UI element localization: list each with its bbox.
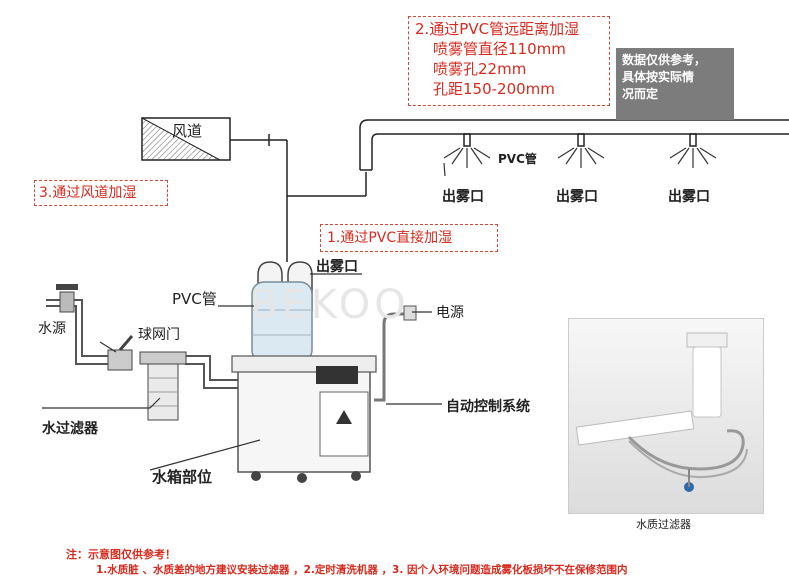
disclaimer-line3: 况而定: [622, 87, 659, 101]
disclaimer-line1: 数据仅供参考，: [622, 53, 707, 67]
water-tank-label: 水箱部位: [152, 468, 213, 486]
mist-outlet-label-1: 出雾口: [442, 189, 484, 205]
water-tap: [56, 284, 78, 313]
water-line: [46, 299, 238, 389]
spray-marks: [443, 147, 717, 168]
water-filter-photo-drawing: [575, 332, 748, 492]
watermark-text: BEKOO: [250, 282, 410, 328]
water-filter-label: 水过滤器: [42, 421, 98, 437]
note-line2: 1.水质脏 、水质差的地方建议安装过滤器 ，2.定时清洗机器 ，3. 因个人环境…: [96, 564, 628, 576]
pvc-pipe-top-label: PVC管: [498, 152, 537, 166]
pvc-remote-line3: 喷雾孔22mm: [433, 60, 527, 78]
mist-outlet-machine-label: 出雾口: [316, 259, 358, 275]
pvc-remote-line2: 喷雾管直径110mm: [433, 40, 566, 58]
humidifier-machine: [231, 355, 377, 483]
disclaimer-box: 数据仅供参考， 具体按实际情 况而定: [616, 48, 734, 120]
pvc-pipe-label: PVC管: [172, 290, 217, 308]
power-cable: [374, 312, 406, 402]
mist-outlet-label-3: 出雾口: [668, 189, 710, 205]
water-filter-photo: [568, 318, 764, 514]
top-pvc-pipe: [359, 119, 789, 171]
auto-control-label: 自动控制系统: [446, 399, 530, 415]
air-duct-humidify-label: 3.通过风道加湿: [39, 185, 137, 201]
leader-lines: [42, 162, 446, 471]
photo-caption: 水质过滤器: [636, 518, 691, 531]
pvc-direct-label: 1.通过PVC直接加湿: [327, 230, 453, 246]
disclaimer-line2: 具体按实际情: [622, 70, 695, 84]
air-duct: [141, 117, 269, 161]
mist-outlet-label-2: 出雾口: [556, 189, 598, 205]
air-duct-humidify-box: 3.通过风道加湿: [34, 180, 168, 206]
ball-valve: [107, 335, 134, 371]
note-line1: 注：示意图仅供参考！: [66, 548, 176, 561]
power-label: 电源: [436, 305, 464, 321]
power-plug: [403, 305, 417, 321]
ball-valve-label: 球网门: [138, 327, 180, 343]
pvc-remote-note-box: 2.通过PVC管远距离加湿 喷雾管直径110mm 喷雾孔22mm 孔距150-2…: [408, 16, 610, 106]
water-filter-unit: [139, 351, 187, 421]
air-duct-label: 风道: [172, 122, 203, 140]
pvc-remote-line4: 孔距150-200mm: [433, 80, 555, 98]
pvc-direct-box: 1.通过PVC直接加湿: [320, 224, 498, 252]
pvc-remote-line1: 2.通过PVC管远距离加湿: [415, 20, 580, 38]
water-source-label: 水源: [38, 321, 66, 337]
